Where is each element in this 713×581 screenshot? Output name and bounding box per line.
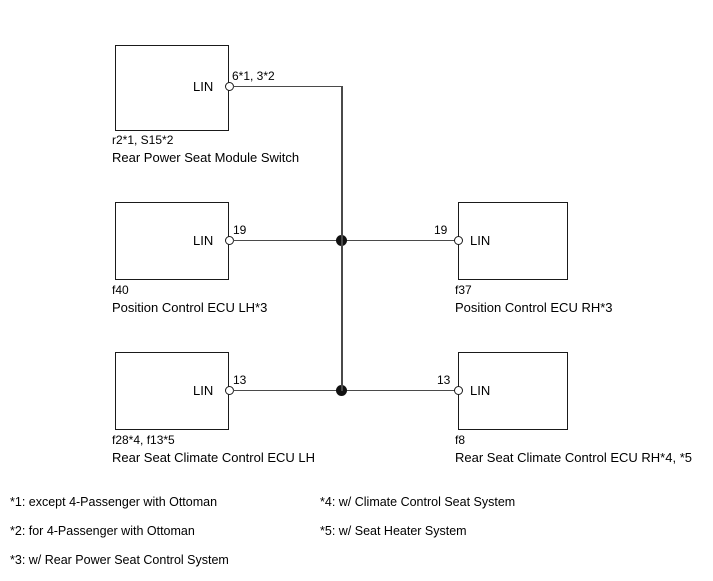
pin-label-position-control-ecu-rh: LIN: [470, 233, 491, 248]
terminal-rear-seat-climate-control-ecu-rh: [454, 385, 463, 395]
footnote-3: *3: w/ Rear Power Seat Control System: [10, 553, 229, 567]
pin-number-rear-seat-climate-control-ecu-lh: 13: [233, 373, 247, 387]
pin-label-rear-power-seat-module-switch: LIN: [193, 79, 214, 94]
lin-bus-vertical-wire: [341, 85, 343, 391]
pin-number-rear-seat-climate-control-ecu-rh: 13: [437, 373, 451, 387]
caption-name-rear-seat-climate-control-ecu-lh: Rear Seat Climate Control ECU LH: [112, 450, 316, 465]
wire-rear-power-seat-module-switch: [233, 85, 342, 87]
caption-code-position-control-ecu-rh: f37: [455, 283, 472, 297]
footnote-4: *4: w/ Climate Control Seat System: [320, 495, 516, 509]
ecu-box-position-control-ecu-lh: [115, 202, 229, 280]
caption-name-position-control-ecu-lh: Position Control ECU LH*3: [112, 300, 268, 315]
pin-number-rear-power-seat-module-switch: 6*1, 3*2: [232, 69, 275, 83]
caption-name-rear-seat-climate-control-ecu-rh: Rear Seat Climate Control ECU RH*4, *5: [455, 450, 692, 465]
wire-position-control-ecu-rh: [341, 239, 459, 241]
pin-number-position-control-ecu-rh: 19: [434, 223, 448, 237]
caption-code-rear-power-seat-module-switch: r2*1, S15*2: [112, 133, 174, 147]
wire-rear-seat-climate-control-ecu-lh: [233, 389, 342, 391]
pin-label-rear-seat-climate-control-ecu-rh: LIN: [470, 383, 491, 398]
wire-position-control-ecu-lh: [233, 239, 342, 241]
footnote-5: *5: w/ Seat Heater System: [320, 524, 467, 538]
footnote-1: *1: except 4-Passenger with Ottoman: [10, 495, 218, 509]
caption-code-rear-seat-climate-control-ecu-rh: f8: [455, 433, 466, 447]
terminal-position-control-ecu-rh: [454, 235, 463, 245]
ecu-box-rear-power-seat-module-switch: [115, 45, 229, 131]
caption-name-position-control-ecu-rh: Position Control ECU RH*3: [455, 300, 613, 315]
wire-rear-seat-climate-control-ecu-rh: [341, 389, 459, 391]
pin-label-position-control-ecu-lh: LIN: [193, 233, 214, 248]
caption-name-rear-power-seat-module-switch: Rear Power Seat Module Switch: [112, 150, 300, 165]
footnote-2: *2: for 4-Passenger with Ottoman: [10, 524, 195, 538]
pin-label-rear-seat-climate-control-ecu-lh: LIN: [193, 383, 214, 398]
caption-code-position-control-ecu-lh: f40: [112, 283, 129, 297]
ecu-box-rear-seat-climate-control-ecu-rh: [458, 352, 568, 430]
pin-number-position-control-ecu-lh: 19: [233, 223, 247, 237]
caption-code-rear-seat-climate-control-ecu-lh: f28*4, f13*5: [112, 433, 175, 447]
